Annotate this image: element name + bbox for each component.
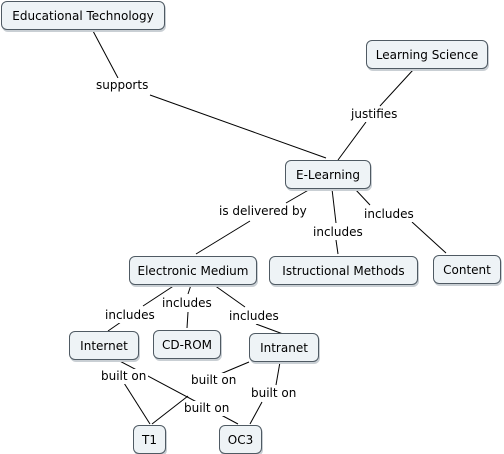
link-label-is-delivered-by: is delivered by bbox=[217, 204, 309, 219]
connector-medium-includes-cdrom bbox=[187, 284, 192, 295]
node-istructional-methods[interactable]: Istructional Methods bbox=[269, 256, 418, 285]
link-label-includes-content: includes bbox=[362, 207, 416, 222]
node-t1[interactable]: T1 bbox=[133, 425, 166, 454]
connector-includes-content bbox=[411, 221, 447, 254]
connector-justifies-elearning bbox=[337, 121, 367, 161]
connector-delivered-medium bbox=[195, 220, 251, 255]
connector-builton-t1-b bbox=[151, 395, 189, 425]
link-label-intranet-built-on-oc3: built on bbox=[249, 386, 299, 401]
connector-medium-includes-internet bbox=[142, 284, 176, 307]
node-educational-technology[interactable]: Educational Technology bbox=[1, 1, 165, 30]
node-intranet[interactable]: Intranet bbox=[249, 333, 319, 362]
node-internet[interactable]: Internet bbox=[69, 331, 139, 360]
connector-includes-methods bbox=[335, 239, 339, 255]
link-label-supports: supports bbox=[94, 78, 151, 93]
connector-includes-internet bbox=[107, 321, 122, 332]
link-label-internet-built-on-t1: built on bbox=[99, 369, 149, 384]
node-content[interactable]: Content bbox=[433, 255, 501, 284]
link-label-internet-built-on-oc3: built on bbox=[182, 401, 232, 416]
link-label-includes-methods: includes bbox=[311, 225, 365, 240]
node-e-learning[interactable]: E-Learning bbox=[285, 160, 371, 189]
connector-medium-includes-intranet bbox=[213, 284, 246, 308]
connector-learnsci-justifies bbox=[379, 69, 414, 107]
connector-elearning-includes-content bbox=[354, 188, 371, 206]
connector-elearning-delivered bbox=[285, 187, 313, 204]
connector-intranet-builton-oc3 bbox=[275, 361, 281, 386]
connector-builton-oc3-b bbox=[249, 401, 263, 425]
node-learning-science[interactable]: Learning Science bbox=[366, 40, 488, 69]
node-oc3[interactable]: OC3 bbox=[219, 425, 262, 454]
connector-edtech-supports bbox=[92, 30, 119, 79]
node-cd-rom[interactable]: CD-ROM bbox=[153, 330, 221, 359]
link-label-includes-cdrom: includes bbox=[160, 296, 214, 311]
connector-supports-elearning bbox=[149, 94, 327, 159]
connector-elearning-includes-methods bbox=[331, 188, 337, 224]
link-label-justifies: justifies bbox=[349, 107, 400, 122]
link-label-includes-internet: includes bbox=[103, 308, 157, 323]
link-label-intranet-built-on-t1: built on bbox=[189, 373, 239, 388]
connector-internet-builton-t1 bbox=[123, 382, 151, 425]
node-electronic-medium[interactable]: Electronic Medium bbox=[129, 256, 257, 285]
link-label-includes-intranet: includes bbox=[227, 309, 281, 324]
connector-includes-cdrom bbox=[186, 311, 189, 329]
connector-intranet-builton-t1 bbox=[217, 361, 250, 376]
connector-includes-intranet bbox=[255, 323, 284, 335]
